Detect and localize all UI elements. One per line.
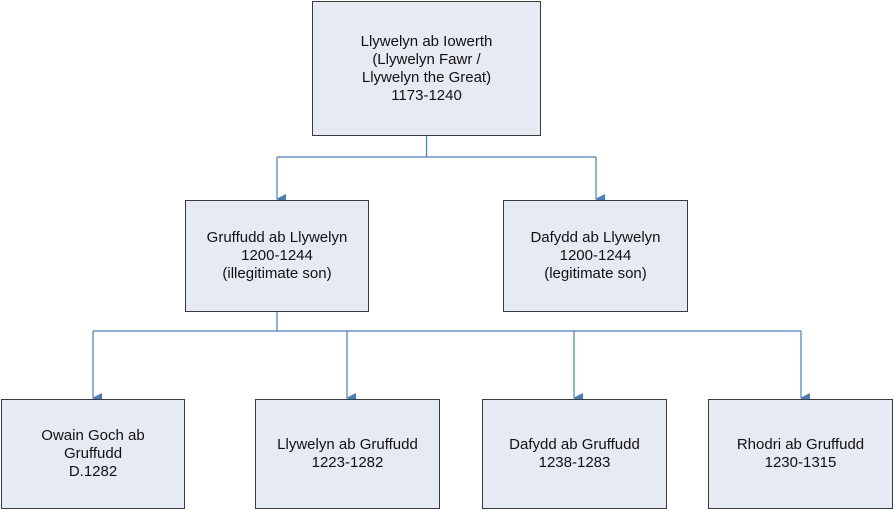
node-dates: 1173-1240 [391,86,462,104]
node-gruffudd-ab-llywelyn: Gruffudd ab Llywelyn 1200-1244 (illegiti… [185,200,369,312]
node-note: (legitimate son) [544,265,647,282]
node-name: Gruffudd ab Llywelyn [206,229,348,246]
node-name: Dafydd ab Gruffudd [509,436,640,453]
node-name: Llywelyn ab Iowerth [360,32,493,50]
node-alias: (Llywelyn Fawr / [372,50,481,68]
node-name: Rhodri ab Gruffudd [736,436,865,453]
node-owain-goch-ab-gruffudd: Owain Goch ab Gruffudd D.1282 [1,399,185,509]
node-rhodri-ab-gruffudd: Rhodri ab Gruffudd 1230-1315 [708,399,893,509]
node-dates: 1230-1315 [764,454,837,471]
node-dates: 1200-1244 [241,247,313,264]
node-dates: 1238-1283 [538,454,611,471]
node-dates: D.1282 [68,463,118,480]
node-name: Llywelyn ab Gruffudd [277,436,418,453]
node-llywelyn-ab-iowerth: Llywelyn ab Iowerth (Llywelyn Fawr / Lly… [312,1,541,136]
node-name: Dafydd ab Llywelyn [530,229,661,246]
node-dafydd-ab-llywelyn: Dafydd ab Llywelyn 1200-1244 (legitimate… [503,200,688,312]
node-alias: Llywelyn the Great) [361,68,492,86]
node-name: Gruffudd [63,445,123,462]
node-dafydd-ab-gruffudd: Dafydd ab Gruffudd 1238-1283 [482,399,667,509]
node-dates: 1200-1244 [559,247,632,264]
node-dates: 1223-1282 [311,454,384,471]
node-name: Owain Goch ab [41,427,145,444]
node-llywelyn-ab-gruffudd: Llywelyn ab Gruffudd 1223-1282 [255,399,440,509]
node-note: (illegitimate son) [222,265,332,282]
